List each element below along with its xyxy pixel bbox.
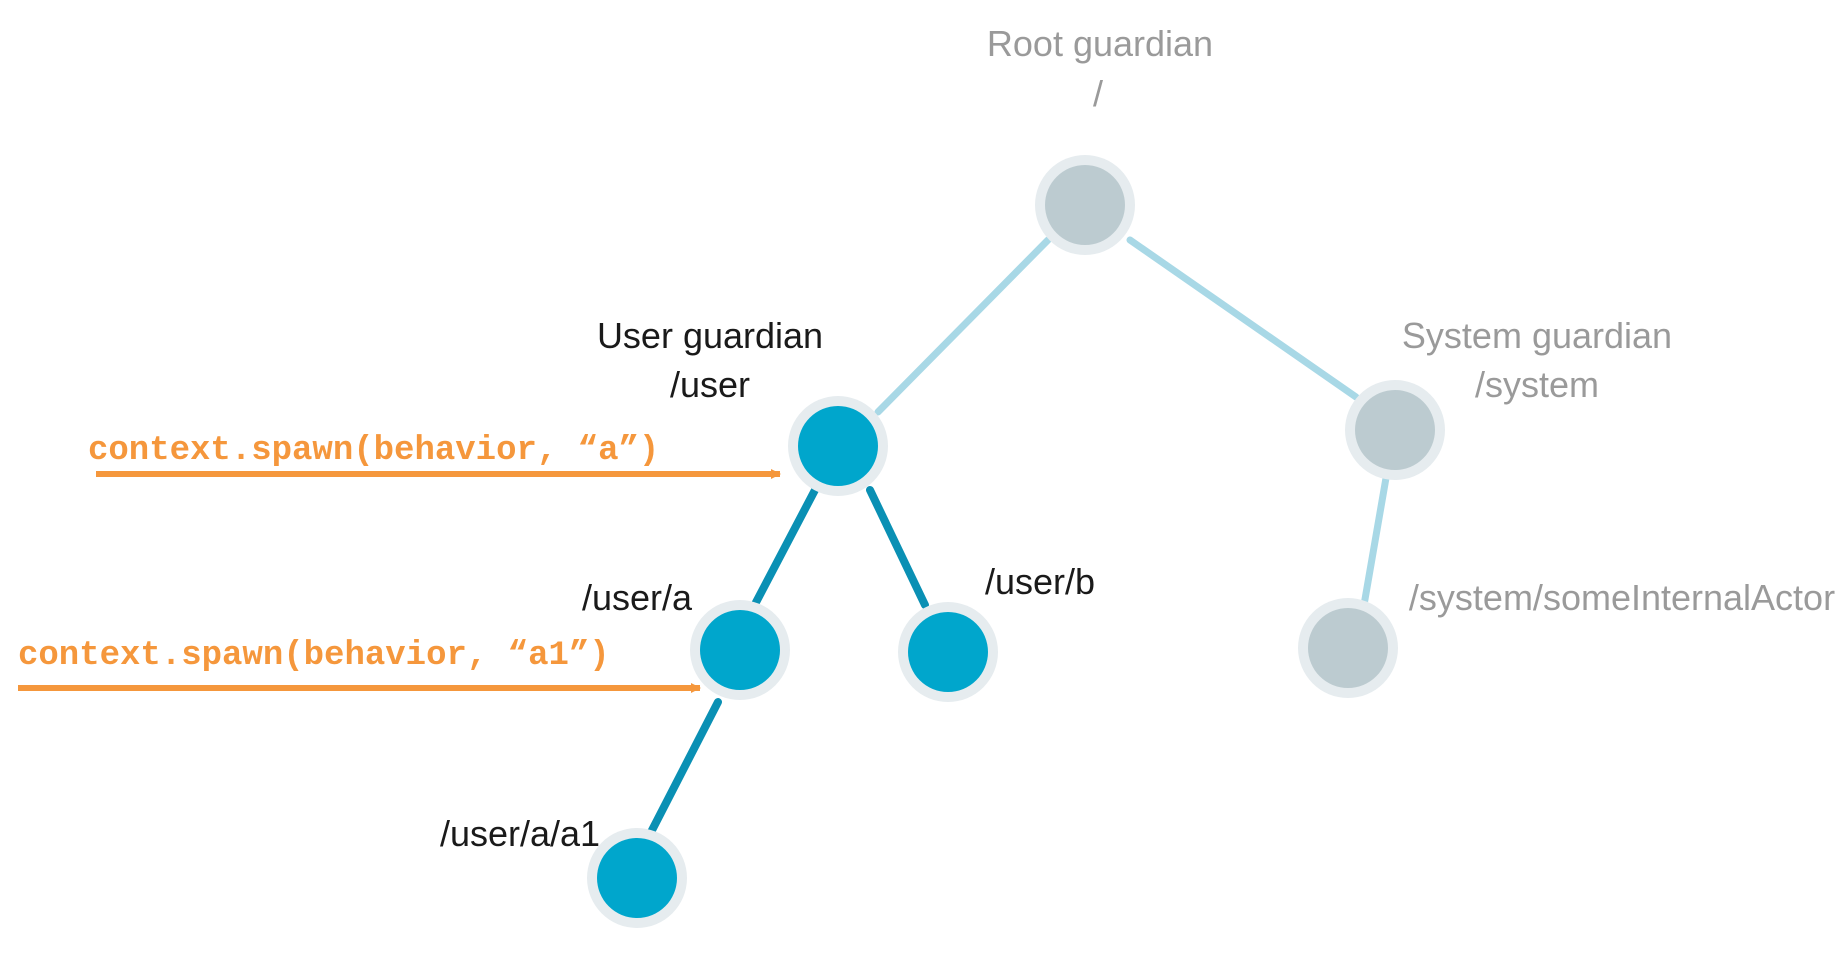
node-user-a-a1[interactable] — [587, 828, 687, 928]
system-internal-path: /system/someInternalActor — [1409, 577, 1835, 618]
user-guardian-path: /user — [670, 364, 750, 405]
edge-user-a — [749, 486, 819, 612]
system-guardian-title: System guardian — [1402, 315, 1672, 356]
system-guardian-path: /system — [1475, 364, 1599, 405]
edge-root-user — [874, 236, 1052, 416]
node-user-guardian[interactable] — [788, 396, 888, 496]
spawn-arrows — [18, 469, 781, 693]
spawn-call-a: context.spawn(behavior, “a”) — [88, 432, 659, 470]
node-system-guardian[interactable] — [1345, 380, 1445, 480]
user-guardian-title: User guardian — [597, 315, 823, 356]
nodes — [587, 155, 1445, 928]
edge-a-a1 — [644, 698, 722, 842]
node-user-b[interactable] — [898, 602, 998, 702]
node-user-a[interactable] — [690, 600, 790, 700]
edge-root-system — [1126, 236, 1360, 401]
spawn-call-a1: context.spawn(behavior, “a1”) — [18, 637, 610, 675]
node-system-internal[interactable] — [1298, 598, 1398, 698]
edges — [644, 236, 1390, 842]
edge-user-b — [866, 486, 929, 609]
labels: Root guardian / User guardian /user Syst… — [18, 23, 1835, 854]
user-a-path: /user/a — [582, 577, 693, 618]
node-root[interactable] — [1035, 155, 1135, 255]
user-b-path: /user/b — [985, 561, 1095, 602]
user-a-a1-path: /user/a/a1 — [440, 813, 600, 854]
root-title: Root guardian — [987, 23, 1213, 64]
edge-system-internal — [1360, 474, 1390, 609]
root-path: / — [1093, 73, 1103, 114]
